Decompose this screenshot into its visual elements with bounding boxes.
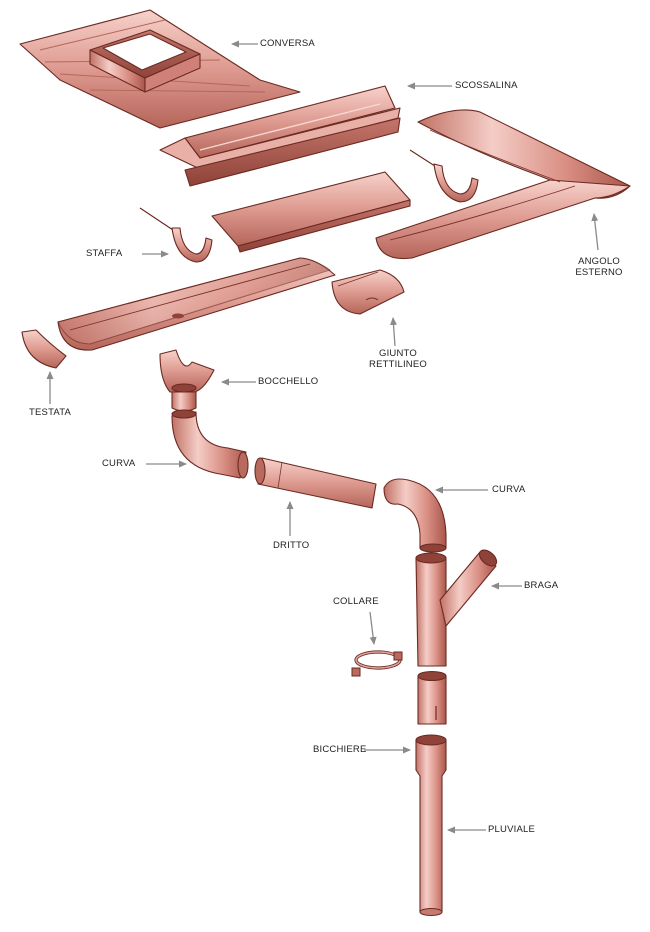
label-bicchiere: BICCHIERE [313, 744, 367, 755]
pluviale-part [415, 734, 447, 917]
coupling-part [417, 670, 447, 725]
bocchello-part [159, 349, 215, 412]
angolo-esterno-part [375, 109, 631, 260]
label-staffa: STAFFA [86, 248, 123, 259]
braga-part [415, 549, 498, 667]
arrow-giunto-rettilineo [390, 317, 397, 347]
curva-left-part [171, 409, 249, 479]
arrow-collare [369, 611, 377, 645]
arrow-angolo-esterno [591, 213, 599, 251]
label-dritto: DRITTO [273, 540, 310, 551]
label-giunto-rettilineo-line2: RETTILINEO [369, 359, 427, 370]
label-giunto-rettilineo-line1: GIUNTO [379, 348, 417, 359]
curva-right-part [383, 478, 447, 553]
label-curva-left: CURVA [102, 458, 136, 469]
scossalina-part [159, 85, 401, 187]
collare-part [351, 650, 403, 677]
label-conversa: CONVERSA [260, 38, 315, 49]
label-angolo-esterno-line2: ESTERNO [575, 267, 623, 278]
label-angolo-esterno-line1: ANGOLO [578, 256, 620, 267]
conversa-part [19, 9, 301, 129]
label-collare: COLLARE [333, 596, 379, 607]
label-giunto-rettilineo: GIUNTO RETTILINEO [368, 348, 428, 370]
angle-hanger-part [409, 149, 479, 203]
staffa-part [139, 207, 213, 263]
label-pluviale: PLUVIALE [488, 824, 536, 835]
leader-arrows [46, 40, 599, 834]
label-angolo-esterno: ANGOLO ESTERNO [574, 256, 624, 278]
label-scossalina: SCOSSALINA [455, 80, 518, 91]
label-bocchello: BOCCHELLO [258, 376, 319, 387]
label-testata: TESTATA [29, 407, 72, 418]
dritto-part [254, 457, 377, 509]
giunto-rettilineo-part [331, 269, 405, 315]
label-braga: BRAGA [524, 580, 559, 591]
testata-part [21, 329, 67, 369]
flat-strip-part [211, 171, 411, 253]
label-curva-right: CURVA [492, 484, 526, 495]
main-gutter-part [57, 257, 336, 351]
